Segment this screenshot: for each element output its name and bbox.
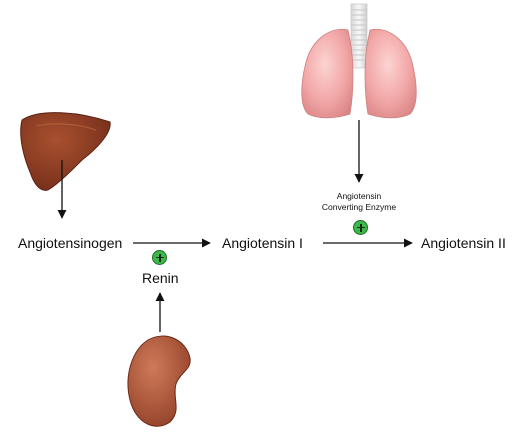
label-ace-line1: Angiotensin xyxy=(309,191,409,202)
label-angiotensinogen: Angiotensinogen xyxy=(18,236,122,250)
label-angiotensin-2: Angiotensin II xyxy=(421,236,506,250)
kidney-icon xyxy=(128,336,190,426)
liver-icon xyxy=(21,113,110,191)
label-angiotensin-1: Angiotensin I xyxy=(222,236,303,250)
plus-circle-icon xyxy=(152,250,167,265)
label-ace: Angiotensin Converting Enzyme xyxy=(309,191,409,213)
label-renin: Renin xyxy=(142,271,179,285)
lungs-icon xyxy=(302,4,417,118)
plus-circle-icon xyxy=(353,220,368,235)
label-ace-line2: Converting Enzyme xyxy=(309,202,409,213)
